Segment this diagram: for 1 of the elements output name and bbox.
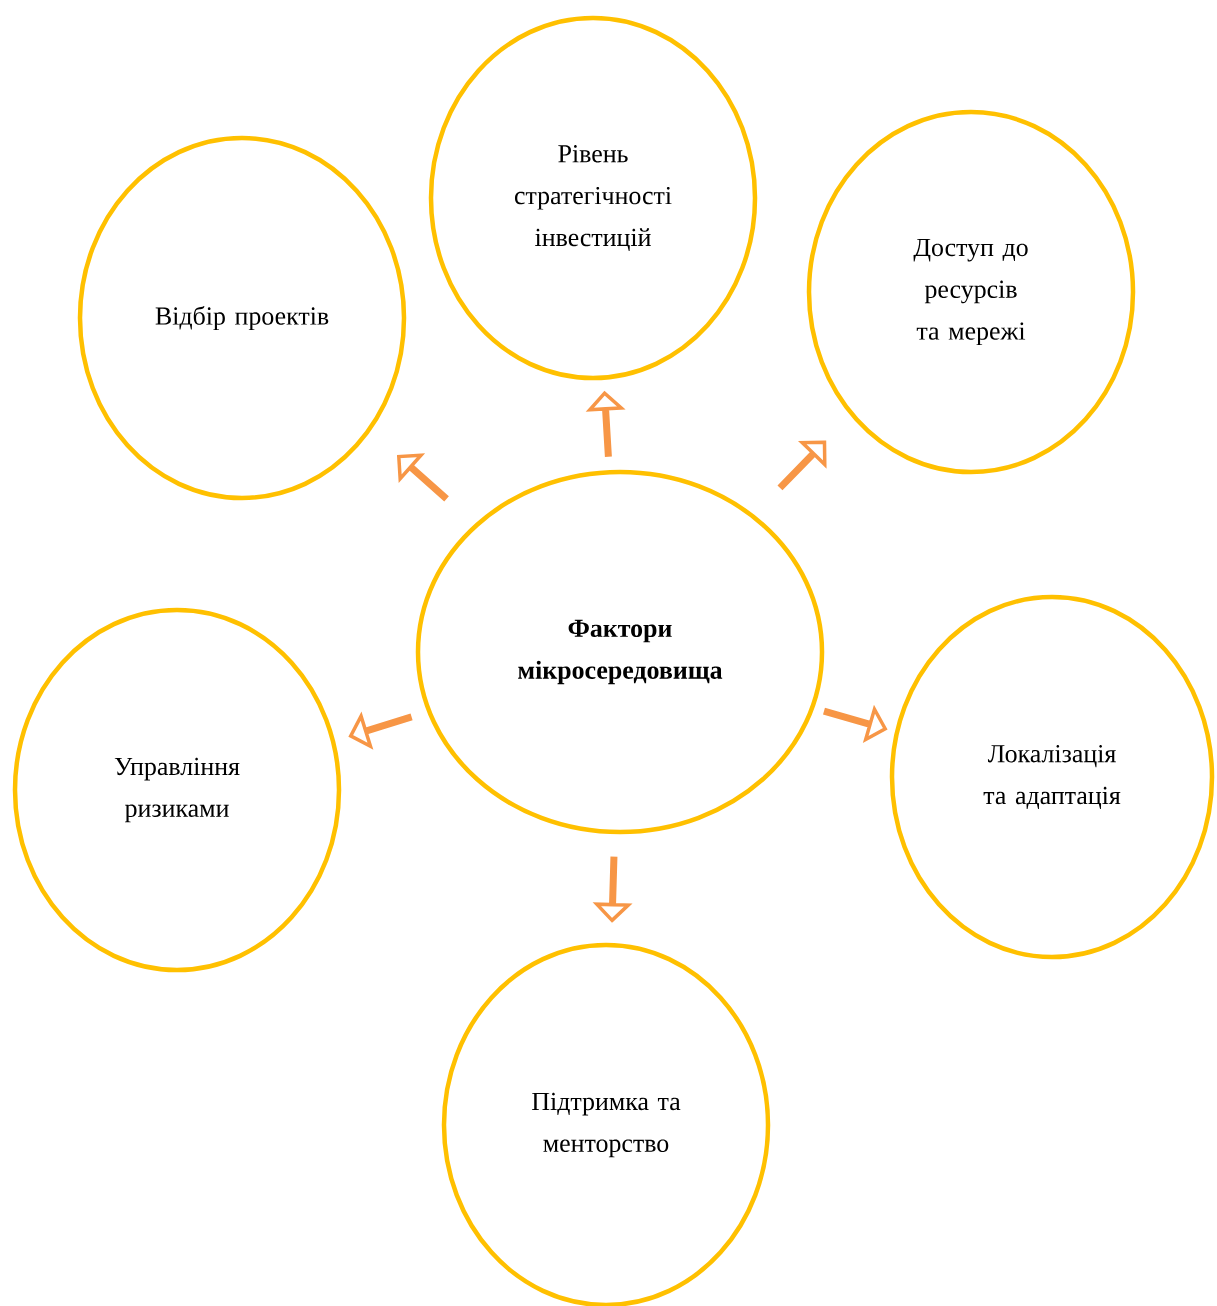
block-arrow	[777, 440, 827, 491]
